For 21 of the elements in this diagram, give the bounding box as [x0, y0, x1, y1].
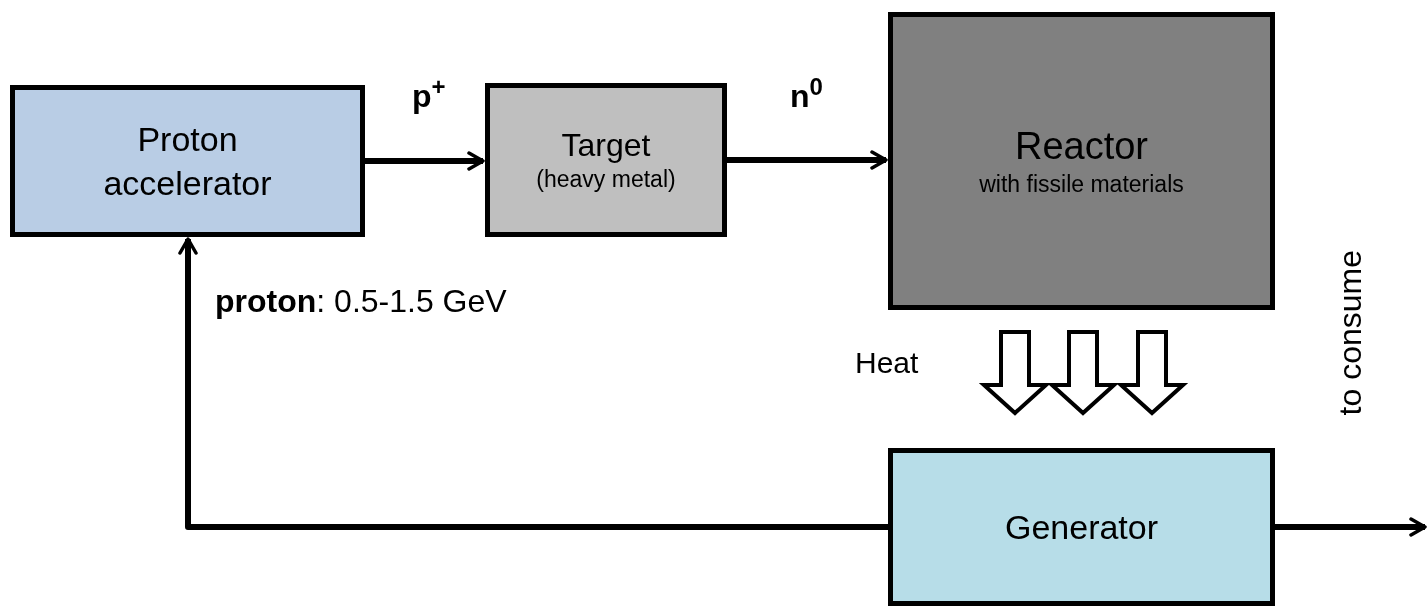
edge-label: n$^{0}$: [790, 80, 823, 112]
arrow: [727, 150, 888, 170]
node-title: Proton accelerator: [102, 119, 273, 204]
node-title: Reactor: [1013, 124, 1150, 169]
node-subtitle: (heavy metal): [535, 165, 677, 194]
node-title: Generator: [1003, 507, 1160, 548]
generator-box: [888, 448, 1275, 606]
node-title: Target: [560, 126, 652, 164]
heat-arrow: [1046, 330, 1120, 416]
edge-label: p$^{+}$: [412, 80, 446, 112]
energy-note: proton: 0.5-1.5 GeV: [215, 285, 507, 317]
arrow: [1275, 517, 1427, 537]
output-label: to consume: [1334, 250, 1366, 416]
accelerator-box: [10, 85, 365, 237]
target-box: [485, 83, 727, 237]
heat-label: Heat: [855, 348, 919, 378]
node-subtitle: with fissile materials: [978, 170, 1185, 199]
reactor-box: [888, 12, 1275, 310]
heat-arrow: [1115, 330, 1189, 416]
arrow: [178, 237, 888, 530]
arrow: [365, 151, 485, 171]
